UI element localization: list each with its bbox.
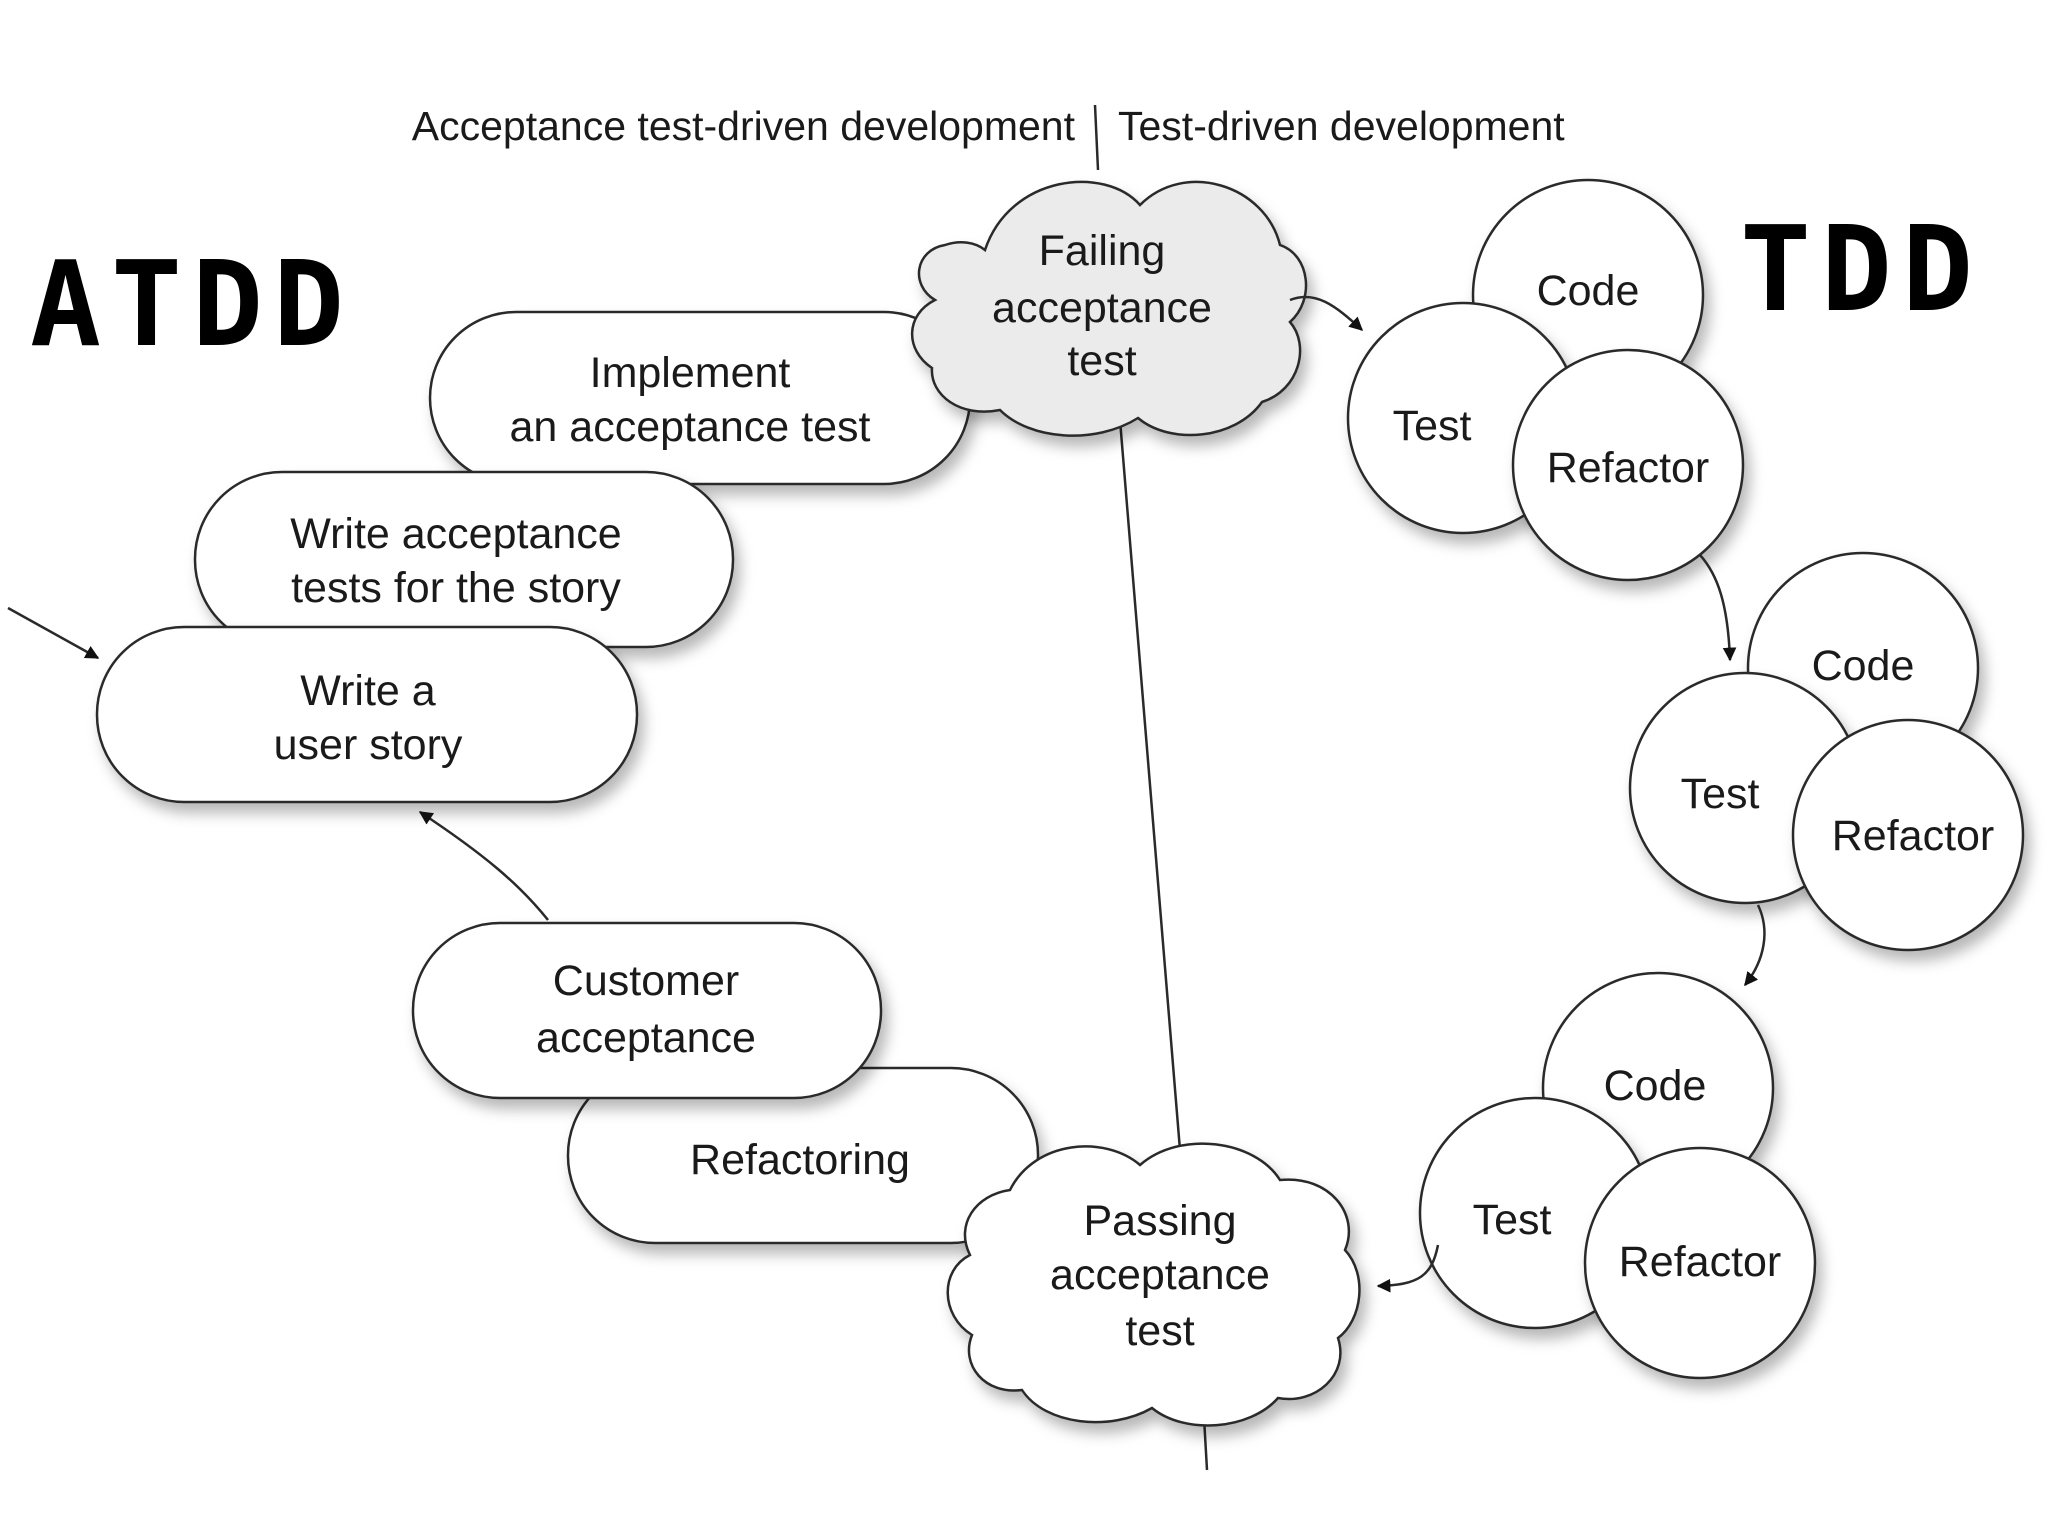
passing-cloud-line3: test — [1125, 1307, 1194, 1355]
tdd-cycle-1-test-label: Test — [1393, 402, 1472, 450]
step-customer-line2: acceptance — [536, 1014, 756, 1062]
step-customer-line1: Customer — [553, 957, 739, 1005]
tdd-cycle-3-refactor — [1583, 1146, 1817, 1380]
handwritten-tdd: TDD — [1740, 200, 1983, 338]
cloud-passing-acceptance-test — [946, 1142, 1361, 1427]
header-atdd: Acceptance test-driven development — [412, 103, 1076, 149]
tdd-cycle-2-refactor-label: Refactor — [1832, 812, 1995, 860]
tdd-cycle-1-code-label: Code — [1537, 267, 1640, 315]
tdd-cycle-3-refactor-label: Refactor — [1619, 1238, 1782, 1286]
tdd-cycle-3-test-label: Test — [1473, 1196, 1552, 1244]
arrow-customer-to-user-story — [418, 810, 549, 921]
tdd-cycle-2: Code Test Refactor — [1628, 551, 2025, 952]
header-divider — [1093, 104, 1100, 171]
arrow-tdd1-to-tdd2 — [1699, 554, 1737, 662]
cloud-failing-acceptance-test — [910, 180, 1308, 437]
step-write-user-story — [95, 625, 639, 804]
tdd-cycle-2-refactor — [1791, 718, 2025, 952]
failing-cloud-line2: acceptance — [992, 284, 1212, 332]
tdd-cycle-1-refactor — [1511, 348, 1745, 582]
tdd-cycle-2-code-label: Code — [1812, 642, 1915, 690]
arrow-into-user-story — [7, 606, 100, 660]
step-write-acceptance-tests — [193, 470, 735, 649]
failing-cloud-line1: Failing — [1039, 227, 1166, 275]
tdd-cycle-3-code-label: Code — [1604, 1062, 1707, 1110]
passing-cloud-line1: Passing — [1084, 1197, 1237, 1245]
header-tdd: Test-driven development — [1118, 103, 1565, 149]
cycle-connector-line — [1118, 419, 1182, 1151]
step-user-story-line1: Write a — [300, 667, 435, 715]
arrow-tdd2-to-tdd3 — [1744, 904, 1766, 987]
arrow-tdd3-to-passing — [1376, 1244, 1440, 1293]
step-implement-line2: an acceptance test — [510, 403, 871, 451]
arrow-failing-to-tdd — [1289, 295, 1364, 331]
step-refactoring-label: Refactoring — [690, 1136, 910, 1184]
failing-cloud-shape — [910, 180, 1308, 437]
tdd-cycle-2-test-label: Test — [1681, 770, 1760, 818]
tdd-cycle-1-refactor-label: Refactor — [1547, 444, 1710, 492]
tdd-cycle-3: Code Test Refactor — [1418, 971, 1817, 1380]
step-user-story-line2: user story — [274, 721, 463, 769]
step-write-tests-line2: tests for the story — [291, 564, 621, 612]
passing-cloud-line2: acceptance — [1050, 1251, 1270, 1299]
failing-cloud-line3: test — [1067, 337, 1136, 385]
passing-cloud-shape — [946, 1142, 1361, 1427]
step-implement-line1: Implement — [590, 349, 791, 397]
step-implement-acceptance-test — [428, 310, 972, 486]
step-customer-acceptance — [411, 921, 883, 1100]
step-write-tests-line1: Write acceptance — [290, 510, 621, 558]
handwritten-atdd: ATDD — [30, 235, 354, 373]
tdd-cycle-1: Code Test Refactor — [1346, 178, 1745, 582]
